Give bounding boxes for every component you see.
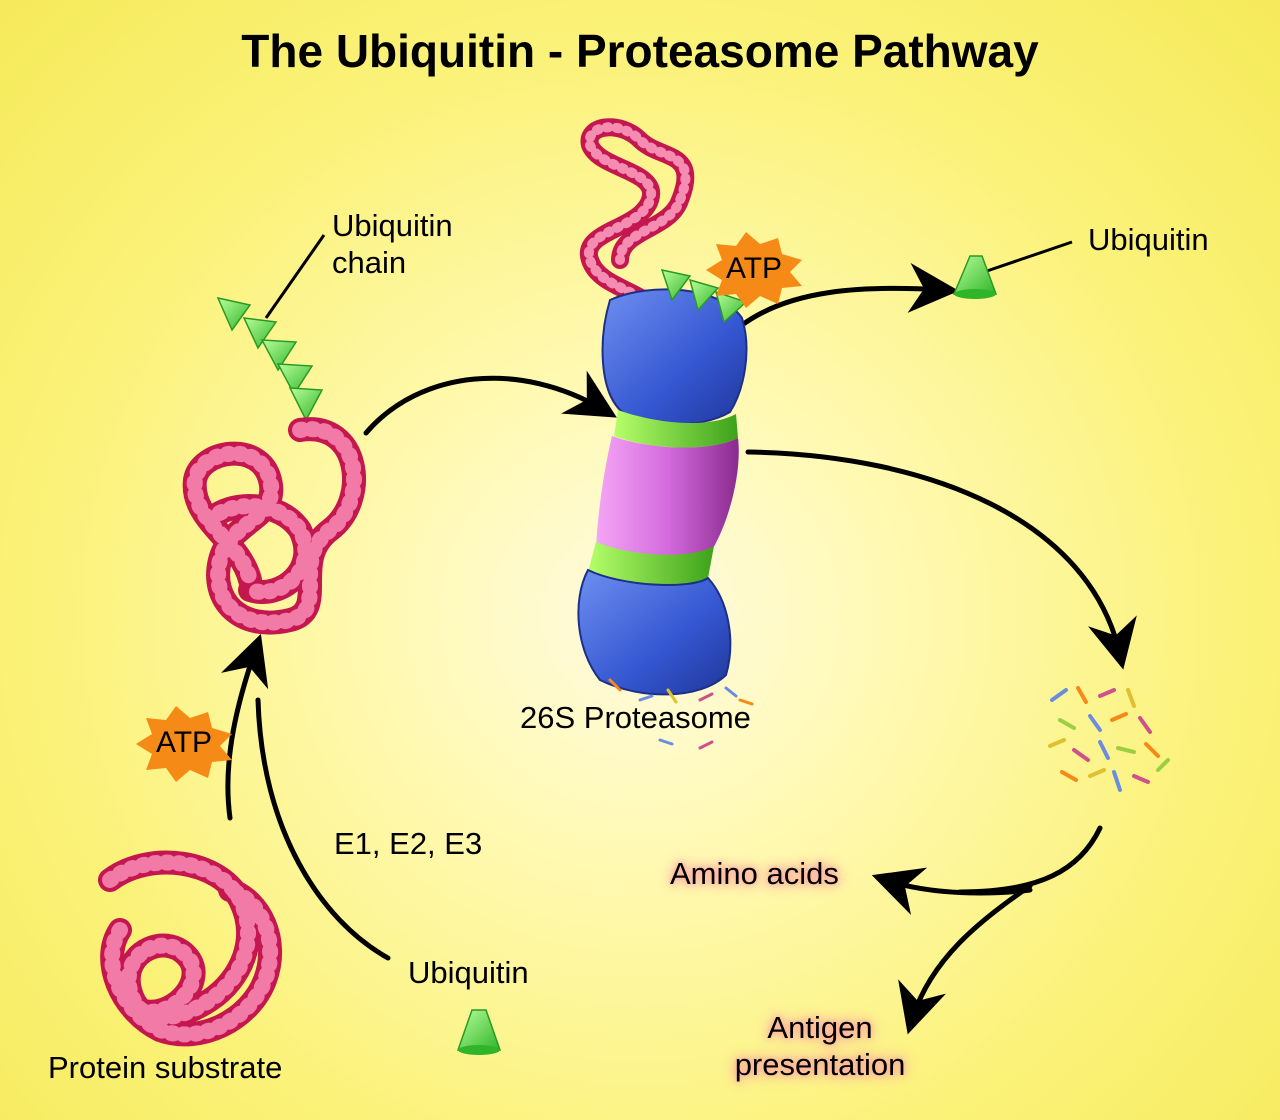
label-atp-top: ATP	[725, 252, 783, 285]
label-protein-substrate: Protein substrate	[48, 1050, 283, 1085]
arrow-to-antigen	[898, 883, 1033, 1035]
pointer-ubiquitin-free	[983, 240, 1073, 274]
proteasome-core	[596, 436, 739, 559]
ubiquitin-chain	[216, 296, 324, 422]
free-ubiquitin-bottom	[456, 1009, 502, 1055]
arrow-ubiquitin-curve	[255, 697, 391, 961]
label-enzymes: E1, E2, E3	[334, 826, 483, 861]
arrow-to-proteasome	[363, 370, 617, 436]
label-ubiquitin-bottom: Ubiquitin	[408, 955, 529, 990]
peptide-fragments	[1048, 686, 1170, 792]
label-ubiquitin-chain: Ubiquitin chain	[332, 208, 453, 281]
proteasome-upper-ring	[614, 410, 738, 448]
atp-burst-left	[136, 706, 232, 782]
label-atp-left: ATP	[155, 726, 213, 759]
proteasome-26s	[577, 118, 754, 750]
protein-substrate	[98, 850, 282, 1047]
arrow-substrate-up	[220, 633, 269, 821]
pointer-ubiquitin-chain	[264, 234, 326, 319]
label-antigen-presentation-text: Antigen presentation	[734, 1010, 906, 1082]
label-ubiquitin-top: Ubiquitin	[1088, 222, 1209, 257]
label-antigen-presentation: Antigen presentation	[720, 1010, 920, 1083]
label-ubiquitin-chain-text: Ubiquitin chain	[332, 208, 453, 280]
label-amino-acids: Amino acids	[670, 856, 839, 891]
proteasome-bottom-cap	[577, 568, 732, 696]
arrow-ubiquitin-release	[739, 262, 959, 328]
arrow-peptides-down	[957, 825, 1103, 895]
atp-burst-top	[706, 232, 802, 308]
label-26s-proteasome: 26S Proteasome	[520, 700, 751, 735]
proteasome-lower-ring	[588, 542, 714, 586]
arrow-to-amino-acids	[871, 867, 1033, 915]
arrows	[220, 262, 1137, 1035]
arrow-to-peptides	[745, 449, 1137, 670]
tagged-protein	[182, 417, 366, 635]
unfolding-strand	[579, 118, 695, 327]
page-title: The Ubiquitin - Proteasome Pathway	[241, 25, 1039, 77]
free-ubiquitin-top	[952, 255, 998, 299]
